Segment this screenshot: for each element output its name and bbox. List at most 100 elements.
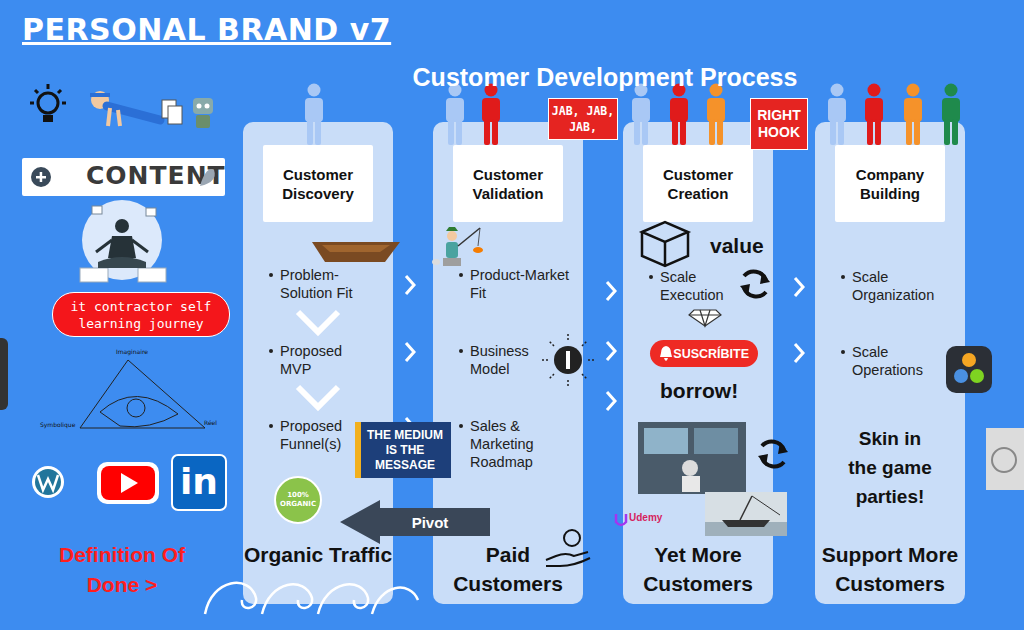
keyword: value [710, 234, 764, 258]
fishing-boat-photo [722, 520, 770, 527]
stage-band: valueScale Executionborrow!Yet More Cust… [623, 122, 773, 604]
waves [205, 583, 418, 614]
lightbulb-icon [47, 84, 50, 89]
flow-chevrons [406, 343, 414, 361]
subscribe-text: SUSCRÍBITE [673, 347, 749, 361]
pushup-figure [118, 110, 120, 126]
section-heading: Customer Development Process [390, 63, 820, 92]
lightbulb-icon [62, 102, 66, 105]
davinci-logo [946, 346, 992, 393]
flow-chevrons [795, 344, 803, 362]
stage-header: Customer Creation [643, 145, 753, 222]
journey-text: it contractor self learning journey [60, 298, 222, 332]
udemy-logo [616, 514, 626, 525]
youtube-logo [101, 466, 155, 500]
meditation-illustration [138, 268, 166, 282]
youtube-logo [97, 462, 159, 504]
keyword: borrow! [660, 379, 738, 403]
meditation-illustration [80, 200, 166, 282]
youtube-logo [121, 473, 138, 493]
stage-band: Product-Market FitBusiness ModelSales & … [433, 122, 583, 604]
flow-chevrons [795, 278, 803, 296]
robot-icon [205, 104, 210, 109]
meditation-illustration [96, 240, 112, 252]
meditation-illustration [92, 206, 102, 214]
diagram-term: Réel [204, 419, 217, 426]
hand-coin-icon [546, 530, 590, 566]
stage-header: Customer Validation [453, 145, 563, 222]
edge-image [986, 428, 1024, 490]
stage-outcome: Paid Customers [433, 540, 583, 598]
papers-icon [162, 100, 176, 118]
wordpress-logo [38, 475, 58, 490]
bell-icon [660, 346, 672, 361]
box-icon [642, 222, 688, 242]
money-bag-icon [542, 359, 548, 361]
fishing-boat-photo [705, 522, 787, 536]
pivot-outline [340, 500, 490, 544]
shell-icon [200, 169, 215, 186]
person-icons [865, 84, 883, 146]
stage-band: Scale OrganizationScale OperationsSkin i… [815, 122, 965, 604]
diagram-term: Imaginaire [116, 348, 148, 355]
hand-coin-icon [564, 530, 580, 546]
pivot-text: Pivot [412, 514, 449, 531]
waves [262, 584, 312, 614]
page-title: PERSONAL BRAND v7 [22, 12, 391, 47]
cycle-icon-2 [762, 442, 784, 450]
flow-chevrons [406, 276, 803, 436]
brand-name: Udemy [629, 512, 662, 523]
stage-header: Customer Discovery [263, 145, 373, 222]
jab-text: JAB, JAB, JAB, [549, 103, 617, 135]
person-icons [446, 84, 464, 146]
robot-icon [197, 104, 202, 109]
bullet-text: Scale Execution [660, 268, 735, 304]
money-bag-icon [588, 359, 594, 361]
cycle-icon [744, 272, 766, 280]
organic-badge [275, 477, 321, 523]
pivot-outline [340, 500, 490, 544]
person-icons [305, 84, 960, 146]
davinci-logo [946, 346, 992, 393]
box-icon [642, 222, 688, 266]
money-bag-icon [567, 380, 569, 388]
person-icons [632, 84, 650, 146]
bullet-text: Scale Organization [852, 268, 952, 304]
wordpress-logo [35, 469, 61, 495]
hand-coin-icon [546, 558, 590, 566]
jab-box: JAB, JAB, JAB, [548, 98, 618, 140]
shell-icon [200, 169, 215, 186]
pushup-figure [91, 91, 109, 109]
box-icon [642, 232, 688, 266]
bullet-text: Product-Market Fit [470, 266, 570, 302]
cycle-icon-2 [758, 442, 788, 467]
diamond-icon [689, 310, 721, 326]
meditation-illustration [115, 219, 129, 233]
down-chevrons [298, 312, 338, 407]
lacan-triangle [127, 399, 145, 417]
done-label: Definition Of Done > [32, 540, 212, 600]
plus-icon [36, 176, 46, 179]
cycle-icon [740, 284, 750, 296]
medium-book [355, 422, 361, 478]
davinci-logo [954, 369, 968, 383]
flow-chevrons [607, 392, 615, 410]
money-bag-icon [554, 346, 582, 374]
edge-image [992, 448, 1016, 472]
computer-photo [638, 422, 746, 494]
book-title: THE MEDIUM IS THE MESSAGE [361, 428, 449, 473]
person-icons [828, 84, 846, 146]
waves [372, 588, 418, 614]
bullet-text: Problem-Solution Fit [280, 266, 380, 302]
boat-image [322, 245, 390, 252]
plus-icon [40, 172, 43, 182]
side-tab [0, 338, 8, 410]
pivot-arrow: Pivot [340, 500, 490, 544]
robot-icon [193, 98, 213, 114]
organic-badge [275, 477, 321, 523]
medium-book [355, 422, 451, 478]
youtube-logo [97, 462, 159, 504]
